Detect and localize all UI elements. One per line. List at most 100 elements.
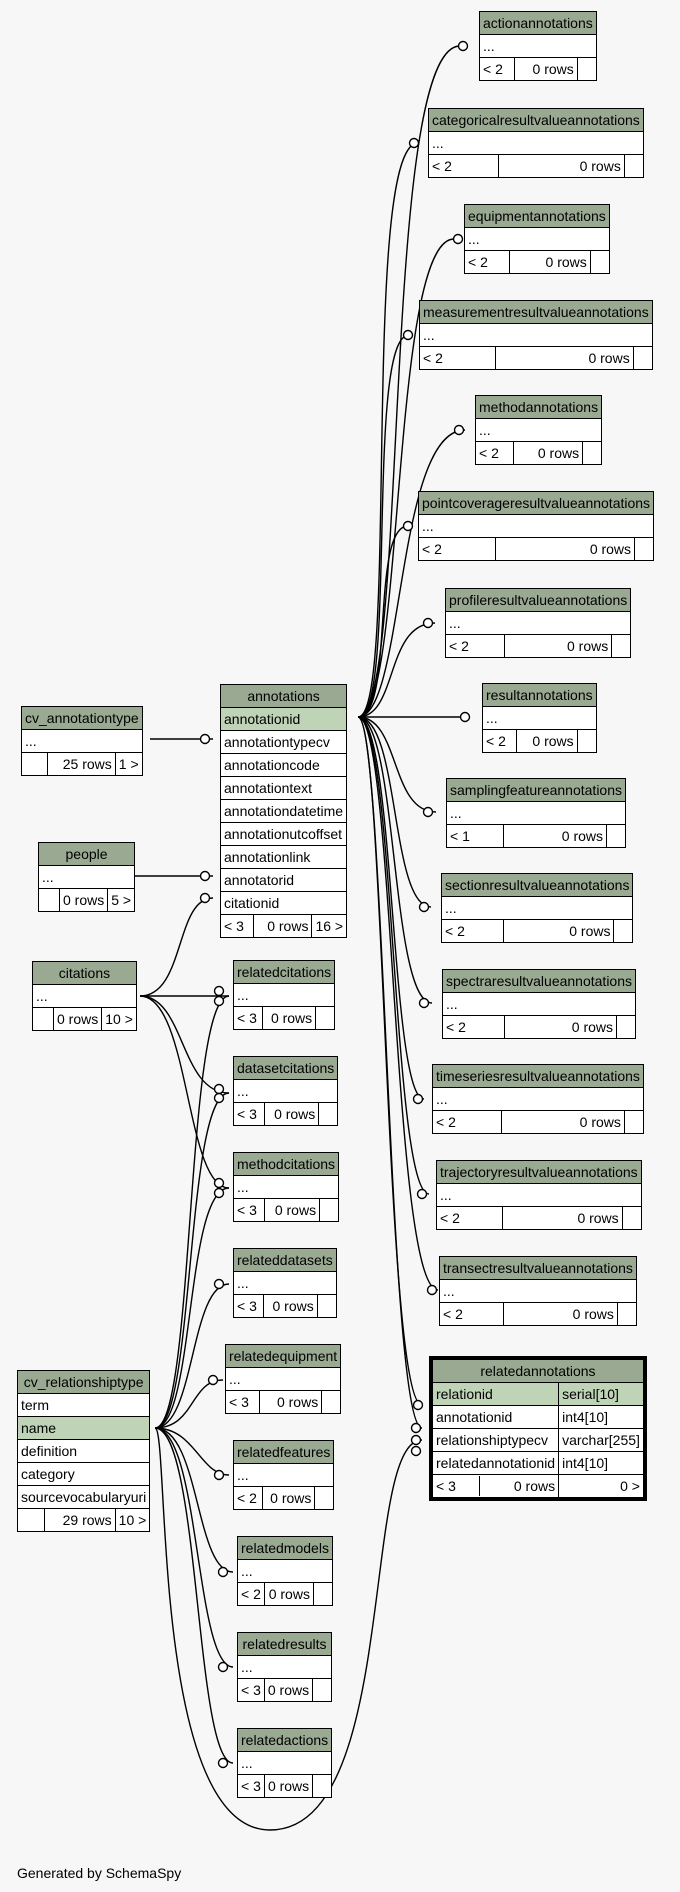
row-count: 0 rows: [262, 1006, 317, 1030]
children-count: [318, 1102, 339, 1126]
column-name: annotationtypecv: [219, 730, 348, 754]
column-name: ...: [441, 992, 637, 1016]
parents-count: < 3: [232, 1006, 264, 1030]
footer-credit: Generated by SchemaSpy: [17, 1865, 182, 1881]
column-name: ...: [236, 1655, 333, 1679]
children-count: 5 >: [107, 888, 136, 912]
parents-count: < 2: [439, 1302, 504, 1326]
column-name: ...: [479, 34, 597, 58]
parents-count: < 3: [237, 1678, 265, 1702]
row-count: 0 rows: [502, 1302, 618, 1326]
table-title: relatedmodels: [237, 1536, 333, 1560]
parents-count: [21, 752, 48, 776]
column-type: serial[10]: [558, 1382, 646, 1406]
children-count: 10 >: [101, 1007, 137, 1031]
column-name: relationid: [430, 1382, 560, 1406]
table-relatedfeatures[interactable]: relatedfeatures... < 2 0 rows: [232, 1440, 335, 1510]
parents-count: < 1: [445, 824, 505, 848]
parents-count: < 3: [436, 1478, 456, 1494]
table-resultannotations[interactable]: resultannotations... < 2 0 rows: [482, 683, 597, 753]
column-name: annotationutcoffset: [219, 822, 348, 846]
table-title: cv_relationshiptype: [16, 1370, 151, 1394]
table-relatedcitations[interactable]: relatedcitations... < 3 0 rows: [232, 960, 336, 1030]
column-name: annotationlink: [219, 845, 348, 869]
table-cv_annotationtype[interactable]: cv_annotationtype... 25 rows 1 >: [21, 706, 143, 776]
column-name: ...: [232, 1079, 339, 1103]
table-relatedresults[interactable]: relatedresults... < 3 0 rows: [236, 1632, 333, 1702]
row-count: 0 rows: [513, 57, 578, 81]
parents-count: < 2: [441, 1015, 506, 1039]
table-equipmentannotations[interactable]: equipmentannotations... < 2 0 rows: [464, 204, 610, 274]
table-relatedmodels[interactable]: relatedmodels... < 2 0 rows: [236, 1536, 333, 1606]
table-relatedactions[interactable]: relatedactions... < 3 0 rows: [236, 1728, 333, 1798]
column-name: ...: [439, 1279, 637, 1303]
table-spectraresultvalueannotations[interactable]: spectraresultvalueannotations... < 2 0 r…: [441, 969, 637, 1039]
children-count: [321, 1390, 342, 1414]
table-relatedannotations[interactable]: relatedannotations relationid serial[10]…: [429, 1356, 647, 1501]
parents-count: [38, 888, 60, 912]
children-count: [606, 824, 627, 848]
row-count: 0 rows: [263, 1102, 320, 1126]
table-actionannotations[interactable]: actionannotations... < 2 0 rows: [479, 11, 597, 81]
column-name: ...: [436, 1183, 642, 1207]
table-measurementresultvalueannotations[interactable]: measurementresultvalueannotations... < 2…: [418, 300, 653, 370]
table-title: relatedresults: [236, 1632, 333, 1656]
table-methodannotations[interactable]: methodannotations... < 2 0 rows: [474, 395, 603, 465]
row-count: 0 rows: [262, 1486, 316, 1510]
parents-count: < 2: [482, 729, 517, 753]
table-title: citations: [32, 961, 137, 985]
row-count: 0 rows: [502, 1206, 623, 1230]
column-name: ...: [236, 1751, 333, 1775]
table-title: categoricalresultvalueannotations: [428, 108, 644, 132]
table-title: actionannotations: [479, 11, 597, 35]
table-title: timeseriesresultvalueannotations: [432, 1064, 644, 1088]
row-count: 0 rows: [513, 441, 584, 465]
table-title: datasetcitations: [232, 1056, 339, 1080]
table-title: methodcitations: [232, 1152, 340, 1176]
table-people[interactable]: people... 0 rows 5 >: [37, 842, 136, 912]
children-count: 0 >: [558, 1474, 646, 1500]
table-relatedequipment[interactable]: relatedequipment... < 3 0 rows: [224, 1344, 342, 1414]
row-count: 0 rows: [58, 888, 109, 912]
column-name: annotationdatetime: [219, 799, 348, 823]
table-datasetcitations[interactable]: datasetcitations... < 3 0 rows: [232, 1056, 339, 1126]
row-count: 0 rows: [504, 634, 613, 658]
table-sectionresultvalueannotations[interactable]: sectionresultvalueannotations... < 2 0 r…: [440, 873, 634, 943]
table-profileresultvalueannotations[interactable]: profileresultvalueannotations... < 2 0 r…: [444, 588, 632, 658]
table-title: methodannotations: [474, 395, 603, 419]
table-title: profileresultvalueannotations: [444, 588, 632, 612]
table-methodcitations[interactable]: methodcitations... < 3 0 rows: [232, 1152, 340, 1222]
parents-count: < 2: [441, 919, 504, 943]
children-count: [634, 537, 655, 561]
parents-count: < 3: [233, 1102, 265, 1126]
children-count: [312, 1678, 333, 1702]
column-name: annotationid: [430, 1405, 560, 1429]
column-name: ...: [232, 983, 336, 1007]
table-pointcoverageresultvalueannotations[interactable]: pointcoverageresultvalueannotations... <…: [417, 491, 655, 561]
row-count: 0 rows: [508, 250, 591, 274]
table-citations[interactable]: citations... 0 rows 10 >: [32, 961, 137, 1031]
table-trajectoryresultvalueannotations[interactable]: trajectoryresultvalueannotations... < 2 …: [435, 1160, 642, 1230]
parents-count: < 2: [232, 1486, 264, 1510]
table-title: spectraresultvalueannotations: [441, 969, 637, 993]
table-title: measurementresultvalueannotations: [419, 300, 653, 324]
children-count: [611, 634, 632, 658]
table-timeseriesresultvalueannotations[interactable]: timeseriesresultvalueannotations... < 2 …: [432, 1064, 644, 1134]
children-count: [312, 1774, 333, 1798]
table-categoricalresultvalueannotations[interactable]: categoricalresultvalueannotations... < 2…: [427, 108, 644, 178]
table-transectresultvalueannotations[interactable]: transectresultvalueannotations... < 2 0 …: [439, 1256, 637, 1326]
children-count: [623, 154, 644, 178]
column-name: ...: [440, 896, 634, 920]
row-count: 0 rows: [504, 1015, 618, 1039]
row-count: 0 rows: [515, 729, 578, 753]
row-count: 0 rows: [495, 537, 636, 561]
children-count: [621, 1206, 642, 1230]
row-count: 29 rows: [43, 1508, 116, 1532]
column-name: category: [16, 1462, 151, 1486]
children-count: [632, 346, 653, 370]
table-relateddatasets[interactable]: relateddatasets... < 3 0 rows: [233, 1248, 337, 1318]
column-name: ...: [444, 611, 632, 635]
table-samplingfeatureannotations[interactable]: samplingfeatureannotations... < 1 0 rows: [445, 778, 627, 848]
